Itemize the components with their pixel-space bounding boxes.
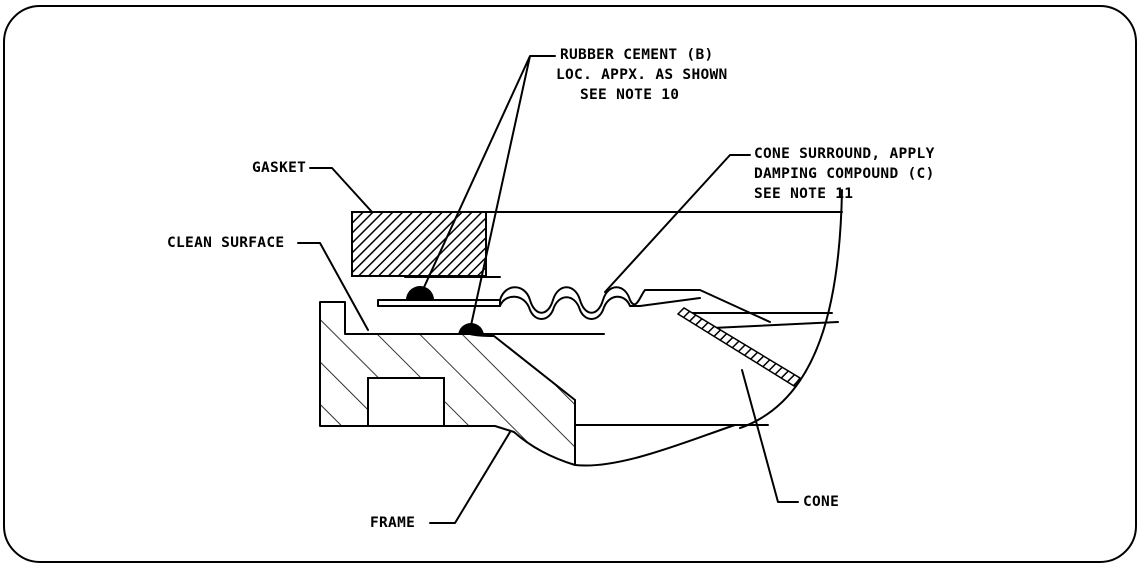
label-rubber-cement-line-1: RUBBER CEMENT (B) [560, 47, 714, 63]
cone-diaphragm [676, 307, 802, 387]
leader-rubber-cement [419, 55, 556, 331]
surround-strip [377, 299, 501, 307]
cone-surround-rolls [499, 286, 771, 323]
label-clean-surface: CLEAN SURFACE [167, 235, 285, 251]
label-cone-surround-line-2: DAMPING COMPOUND (C) [754, 166, 935, 182]
label-cone: CONE [803, 494, 840, 510]
label-gasket: GASKET [252, 160, 307, 176]
leader-cone-surround [604, 154, 751, 293]
cone-basket-line-2 [711, 321, 839, 329]
label-rubber-cement-line-3: SEE NOTE 10 [580, 87, 680, 103]
leader-frame [429, 431, 511, 524]
label-frame: FRAME [370, 515, 416, 531]
leader-clean-surface [297, 242, 369, 331]
leader-gasket [309, 167, 373, 213]
cone-surround-rolls-inner [499, 295, 701, 320]
leader-cone [741, 369, 799, 503]
label-rubber-cement-line-2: LOC. APPX. AS SHOWN [556, 67, 728, 83]
gasket-block [351, 211, 487, 277]
label-cone-surround-line-1: CONE SURROUND, APPLY [754, 146, 935, 162]
frame-rim [574, 399, 769, 467]
frame-cutout [367, 377, 445, 427]
label-cone-surround-line-3: SEE NOTE 11 [754, 186, 854, 202]
rubber-cement-dot-1 [406, 286, 434, 300]
frame-body [319, 301, 576, 466]
drawing-border [3, 5, 1137, 563]
frame-curve [739, 189, 843, 429]
